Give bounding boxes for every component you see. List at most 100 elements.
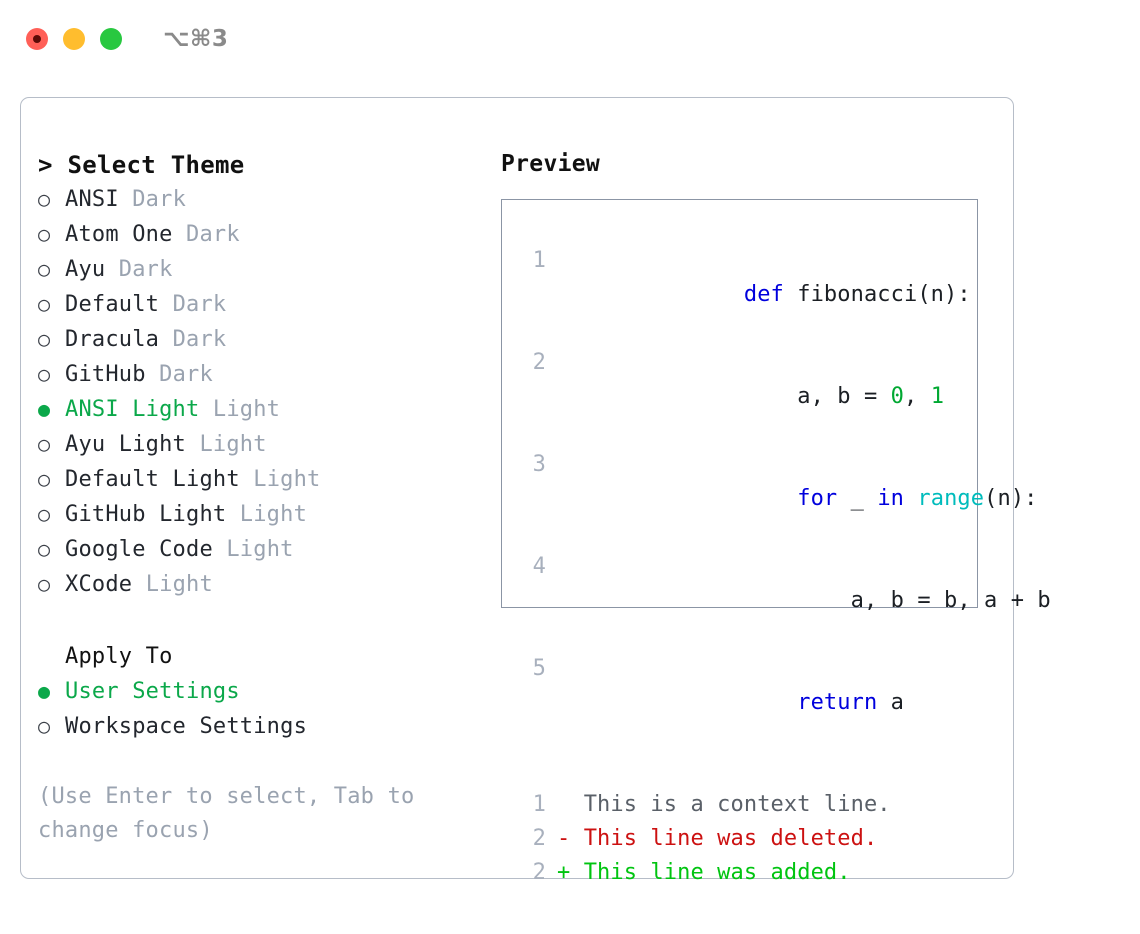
code-token: range	[917, 486, 985, 511]
code-token: def	[743, 282, 784, 307]
theme-name: Google Code	[65, 537, 213, 562]
radio-icon: ○	[38, 222, 51, 246]
theme-option-dracula-dark[interactable]: ○ Dracula Dark	[38, 322, 498, 357]
theme-option-xcode[interactable]: ○ XCode Light	[38, 567, 498, 602]
radio-icon: ○	[38, 537, 51, 561]
close-button-icon[interactable]	[26, 28, 48, 50]
theme-name: GitHub Light	[65, 502, 227, 527]
theme-name: Ayu	[65, 257, 106, 282]
theme-name: ANSI Light	[65, 397, 200, 422]
radio-icon-selected: ●	[38, 679, 51, 703]
theme-name: Dracula	[65, 327, 160, 352]
apply-to-label: User Settings	[65, 679, 240, 704]
radio-icon: ○	[38, 572, 51, 596]
code-token: a, b =	[743, 384, 891, 409]
radio-icon-selected: ●	[38, 397, 51, 421]
diff-marker	[557, 788, 584, 822]
code-token: in	[877, 486, 905, 511]
theme-option-google-code[interactable]: ○ Google Code Light	[38, 532, 498, 567]
main-panel: > Select Theme ○ ANSI Dark ○ Atom One Da…	[20, 97, 1051, 885]
diff-line-deleted: 2 - This line was deleted.	[514, 822, 977, 856]
theme-variant	[119, 183, 132, 217]
keyboard-hint-text: (Use Enter to select, Tab to change focu…	[38, 784, 415, 843]
line-number: 1	[532, 248, 546, 273]
code-line: 5 return a	[514, 652, 977, 754]
theme-variant	[186, 428, 199, 462]
diff-marker: -	[557, 826, 584, 851]
diff-text: This line was deleted.	[583, 826, 878, 851]
diff-line-added: 2 + This line was added.	[514, 856, 977, 890]
line-number: 2	[532, 350, 546, 375]
apply-to-section: Apply To ● User Settings ○ Workspace Set…	[38, 640, 498, 744]
theme-picker-column: > Select Theme ○ ANSI Dark ○ Atom One Da…	[38, 148, 498, 848]
code-line: 3 for _ in range(n):	[514, 448, 1038, 550]
theme-variant	[105, 253, 118, 287]
code-line: 2 a, b = 0, 1	[514, 346, 977, 448]
theme-variant	[213, 533, 226, 567]
theme-variant-label: Dark	[132, 187, 187, 212]
line-number: 3	[532, 452, 546, 477]
theme-variant	[199, 393, 212, 427]
minimize-button-icon[interactable]	[63, 28, 85, 50]
code-line: 4 a, b = b, a + b	[514, 550, 1051, 652]
theme-option-ansi-dark[interactable]: ○ ANSI Dark	[38, 182, 498, 217]
theme-name: Ayu Light	[65, 432, 187, 457]
code-token	[744, 690, 797, 715]
radio-icon: ○	[38, 714, 51, 738]
code-token: 0	[890, 384, 904, 409]
code-token: a, b = b, a + b	[743, 588, 1051, 613]
diff-text: This line was added.	[583, 860, 851, 885]
theme-variant-label: Light	[212, 397, 281, 422]
code-token: return	[797, 690, 878, 715]
apply-to-user-settings[interactable]: ● User Settings	[38, 674, 498, 709]
preview-title: Preview	[501, 151, 601, 177]
code-content: return a	[557, 652, 904, 754]
code-token: a	[877, 690, 905, 715]
theme-variant	[146, 358, 159, 392]
theme-option-list[interactable]: ○ ANSI Dark ○ Atom One Dark ○ Ayu	[38, 182, 498, 602]
theme-option-ayu-dark[interactable]: ○ Ayu Dark	[38, 252, 498, 287]
keyboard-shortcut-label: ⌥⌘3	[163, 26, 229, 52]
diff-line-context: 1 This is a context line.	[514, 788, 977, 822]
radio-icon: ○	[38, 432, 51, 456]
radio-icon: ○	[38, 502, 51, 526]
theme-name: Default Light	[65, 467, 240, 492]
theme-variant-label: Dark	[159, 362, 213, 387]
code-content: for _ in range(n):	[557, 448, 1038, 550]
theme-variant	[132, 568, 145, 602]
theme-option-atom-one-dark[interactable]: ○ Atom One Dark	[38, 217, 498, 252]
apply-to-workspace-settings[interactable]: ○ Workspace Settings	[38, 709, 498, 744]
diff-marker: +	[557, 860, 584, 885]
code-token: _	[837, 486, 878, 511]
title-bar: ⌥⌘3	[0, 0, 1140, 78]
theme-option-default-dark[interactable]: ○ Default Dark	[38, 287, 498, 322]
radio-icon: ○	[38, 327, 51, 351]
theme-variant	[240, 463, 253, 497]
theme-variant-label: Light	[239, 502, 308, 527]
theme-variant-label: Dark	[172, 292, 227, 317]
theme-name: ANSI	[65, 187, 119, 212]
maximize-button-icon[interactable]	[100, 28, 122, 50]
line-number: 5	[532, 656, 546, 681]
theme-option-github-dark[interactable]: ○ GitHub Dark	[38, 357, 498, 392]
theme-variant-label: Dark	[118, 257, 173, 282]
theme-variant	[173, 218, 186, 252]
theme-variant	[226, 498, 239, 532]
code-line: 1 def fibonacci(n):	[514, 244, 977, 346]
theme-option-ayu-light[interactable]: ○ Ayu Light Light	[38, 427, 498, 462]
radio-icon: ○	[38, 257, 51, 281]
code-content: def fibonacci(n):	[557, 244, 971, 346]
line-number: 4	[532, 554, 546, 579]
theme-option-github-light[interactable]: ○ GitHub Light Light	[38, 497, 498, 532]
theme-variant-label: Light	[145, 572, 213, 597]
theme-variant	[159, 323, 172, 357]
code-token: 1	[930, 384, 945, 409]
select-theme-header: > Select Theme	[38, 151, 245, 179]
apply-to-label: Workspace Settings	[65, 714, 308, 739]
line-number: 2	[532, 860, 546, 885]
theme-option-ansi-light[interactable]: ● ANSI Light Light	[38, 392, 498, 427]
theme-option-default-light[interactable]: ○ Default Light Light	[38, 462, 498, 497]
radio-icon: ○	[38, 187, 51, 211]
apply-to-title: Apply To	[65, 644, 173, 669]
